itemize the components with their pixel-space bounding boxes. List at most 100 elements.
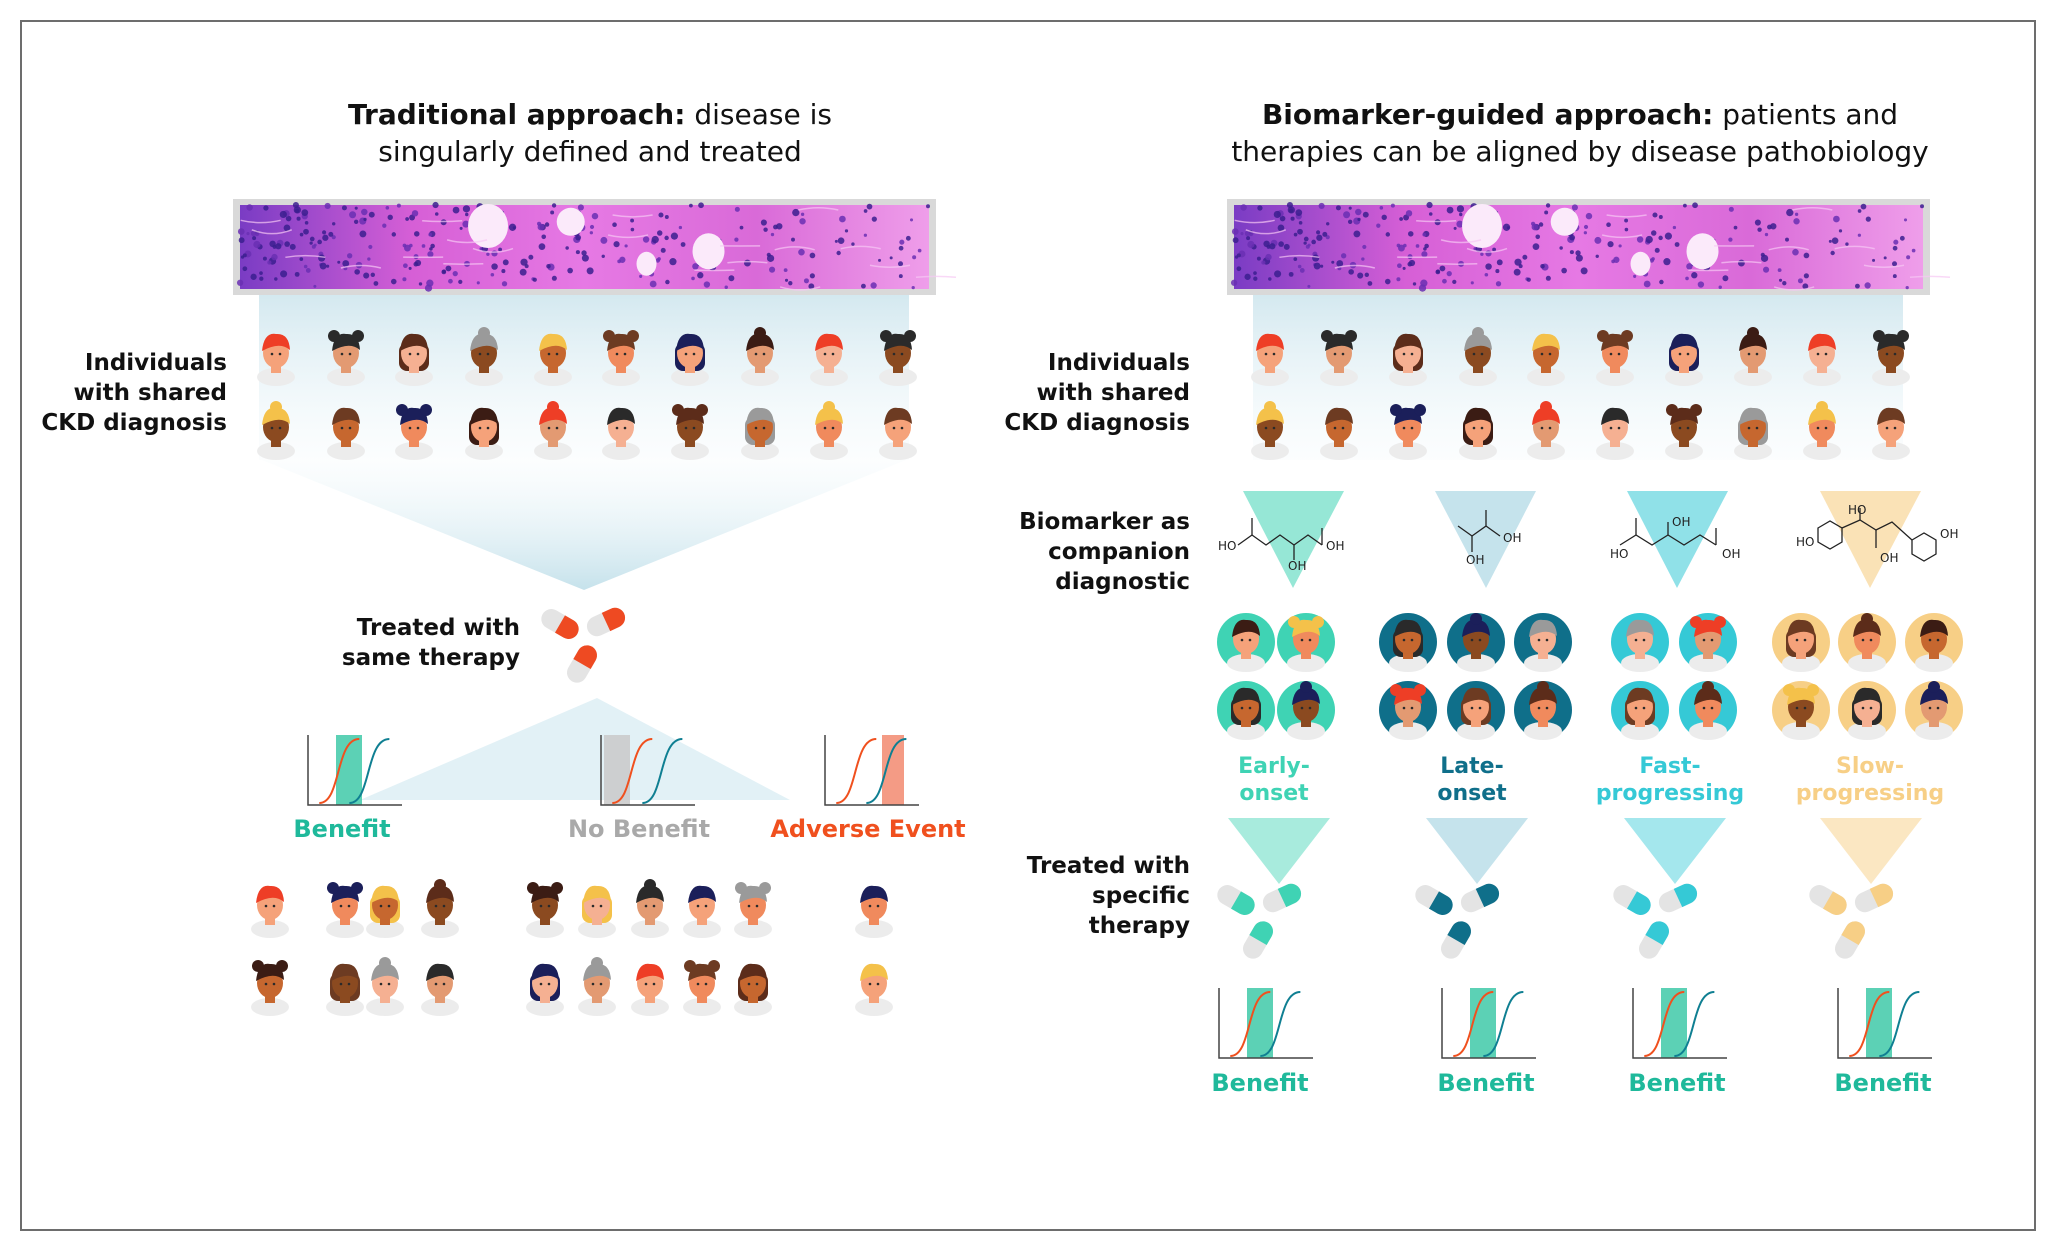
- right-curve-benefit-2: [1632, 988, 1727, 1059]
- mol-fast-label-2: OH: [1722, 547, 1740, 561]
- mol-early-label-0: HO: [1218, 539, 1236, 553]
- left-individual-r2-9: [879, 407, 917, 460]
- benefit-person-1-3: [421, 963, 459, 1016]
- right-curve-benefit-1: [1441, 988, 1536, 1059]
- right-individual-r2-0: [1251, 401, 1289, 460]
- left-curve-no-benefit: [600, 735, 695, 806]
- group-fast-member-3: [1679, 681, 1737, 740]
- right-individual-r2-4: [1527, 401, 1565, 460]
- group-label-fast-progressing: Fast-progressing: [1595, 754, 1745, 806]
- right-individual-r2-9: [1872, 407, 1910, 460]
- group-early-member-1: [1277, 613, 1335, 672]
- left-individual-r1-4: [534, 333, 572, 386]
- right-individual-r1-4: [1527, 333, 1565, 386]
- group-late-member-0-face: [1389, 619, 1427, 672]
- group-slow-member-4-face: [1848, 687, 1886, 740]
- right-individual-r2-5: [1596, 407, 1634, 460]
- left-outcome-adverse-event: Adverse Event: [770, 815, 966, 843]
- group-late-member-4-face: [1457, 687, 1495, 740]
- left-title-rest: disease is: [685, 98, 832, 131]
- therapy-funnel-fast: [1624, 818, 1726, 884]
- left-funnel-backdrops: [259, 295, 909, 800]
- group-fast-member-2: [1611, 681, 1669, 740]
- left-individual-r2-4: [534, 401, 572, 460]
- biomarker-funnel-slow: [1820, 491, 1921, 588]
- fast-therapy-pill-2: [1658, 883, 1698, 913]
- right-individual-r2-7: [1734, 407, 1772, 460]
- mol-late-label-1: OH: [1466, 553, 1484, 567]
- left-individual-r2-1: [327, 407, 365, 460]
- group-early-member-2: [1217, 681, 1275, 740]
- left-individual-r1-7: [741, 327, 779, 386]
- right-title-rest: patients and: [1713, 98, 1899, 131]
- right-outcome-benefit-2: Benefit: [1437, 1069, 1535, 1097]
- group-early-member-3-face: [1287, 681, 1325, 740]
- left-therapy-pill-1: [541, 609, 579, 639]
- therapy-funnel-slow: [1820, 818, 1922, 884]
- benefit-person-0-0: [251, 885, 289, 938]
- left-curve-benefit: [307, 735, 402, 806]
- group-late-member-3-face: [1389, 684, 1427, 740]
- late-therapy-pill-1: [1415, 885, 1453, 915]
- group-slow-member-2: [1905, 613, 1963, 672]
- no-benefit-person-0-0: [526, 882, 564, 938]
- left-individual-r2-2: [395, 404, 433, 460]
- benefit-person-0-2: [366, 885, 404, 938]
- benefit-person-0-3: [421, 879, 459, 938]
- mol-late-label-0: OH: [1503, 531, 1521, 545]
- mol-slow-label-2: OH: [1940, 527, 1958, 541]
- group-fast-member-3-face: [1689, 681, 1727, 740]
- fast-therapy-pill-3: [1639, 921, 1669, 959]
- mol-slow-label-1: HO: [1848, 503, 1866, 517]
- group-label-late-onset: Late-onset: [1437, 754, 1507, 806]
- group-fast-member-2-face: [1621, 687, 1659, 740]
- group-fast-member-1-face: [1689, 616, 1727, 672]
- benefit-person-0-1: [326, 882, 364, 938]
- slow-therapy-pill-2: [1854, 883, 1894, 913]
- left-individual-r1-2: [395, 333, 433, 386]
- right-individual-r1-0: [1251, 333, 1289, 386]
- group-late-member-5-face: [1524, 681, 1562, 740]
- group-label-slow-progressing: Slow-progressing: [1795, 754, 1945, 806]
- no-benefit-person-0-2: [631, 879, 669, 938]
- early-therapy-pill-3: [1243, 921, 1273, 959]
- slow-therapy-pill-1: [1809, 885, 1847, 915]
- right-backdrop: [1253, 295, 1903, 460]
- no-benefit-person-1-4: [734, 963, 772, 1016]
- left-title-line2: singularly defined and treated: [378, 135, 802, 168]
- right-title-bold: Biomarker-guided approach:: [1261, 98, 1714, 131]
- left-individual-r2-7: [741, 407, 779, 460]
- no-benefit-person-1-1: [578, 957, 616, 1016]
- right-individual-r2-6: [1665, 404, 1703, 460]
- adverse-person-0: [855, 885, 893, 938]
- left-individual-r1-9: [879, 330, 917, 386]
- mol-slow-label-3: OH: [1880, 551, 1898, 565]
- left-therapy-pill-2: [586, 607, 626, 637]
- group-slow-member-1: [1838, 613, 1896, 672]
- group-slow-member-0: [1772, 613, 1830, 672]
- group-slow-member-3-face: [1782, 684, 1820, 740]
- right-individual-r1-2: [1389, 333, 1427, 386]
- group-late-member-5: [1514, 681, 1572, 740]
- no-benefit-person-0-1: [578, 885, 616, 938]
- group-early-member-3: [1277, 681, 1335, 740]
- right-individual-r2-1: [1320, 407, 1358, 460]
- right-tissue-banner: [1227, 199, 1951, 295]
- benefit-person-1-2: [366, 957, 404, 1016]
- no-benefit-person-0-4: [734, 882, 772, 938]
- group-late-member-1-face: [1457, 613, 1495, 672]
- right-individual-r1-6: [1665, 333, 1703, 386]
- benefit-person-1-0: [251, 960, 289, 1016]
- right-individual-r1-5: [1596, 330, 1634, 386]
- adverse-person-1: [855, 963, 893, 1016]
- right-title-line2: therapies can be aligned by disease path…: [1231, 135, 1929, 168]
- right-label-biomarker: Biomarker as companion diagnostic: [1019, 509, 1190, 595]
- left-individual-r2-5: [602, 407, 640, 460]
- left-title-bold: Traditional approach:: [348, 98, 686, 131]
- early-therapy-pill-2: [1262, 883, 1302, 913]
- mol-slow-label-0: HO: [1796, 535, 1814, 549]
- therapy-funnel-early: [1228, 818, 1330, 884]
